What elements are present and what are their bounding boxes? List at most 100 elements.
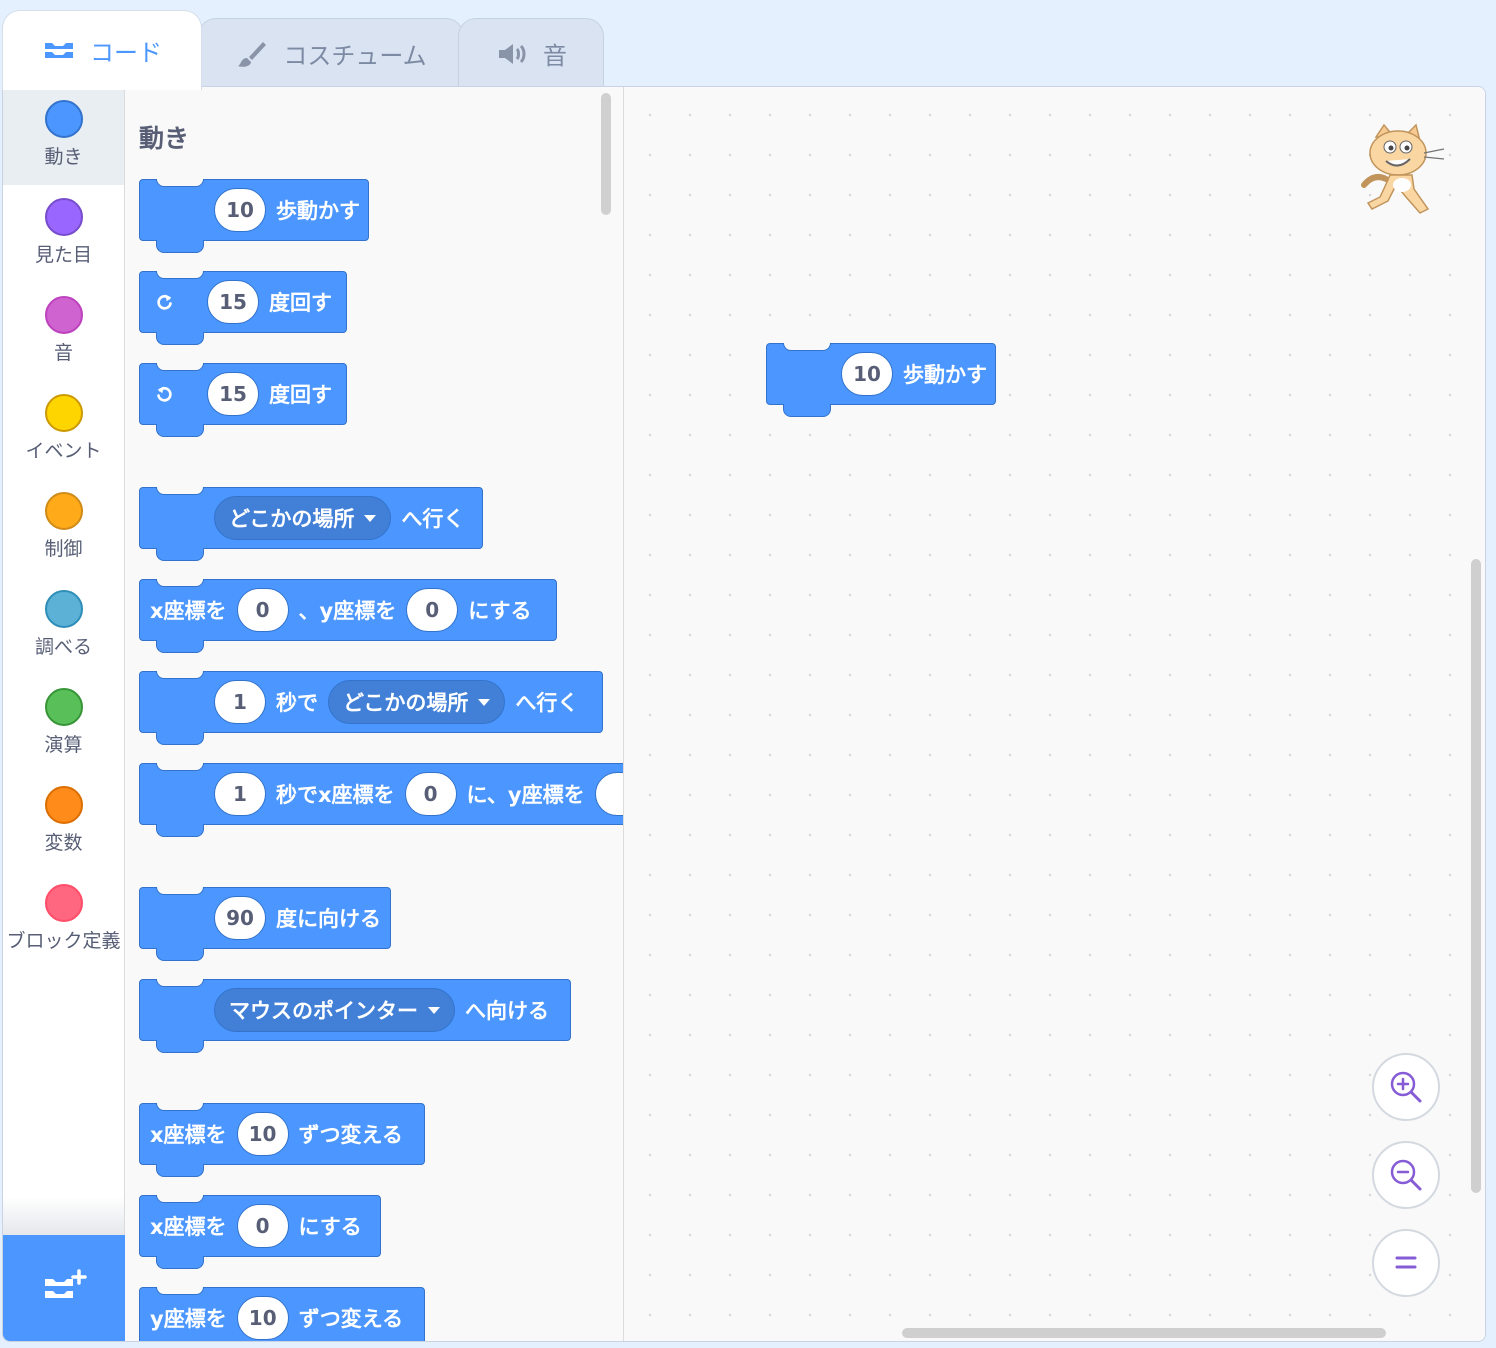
- my-blocks-color-dot: [44, 884, 83, 922]
- code-editor: 動き 見た目 音 イベント 制御 調べる 演算 変数: [2, 86, 1486, 1342]
- block-label: 度に向ける: [276, 907, 381, 931]
- category-sound[interactable]: 音: [3, 283, 124, 381]
- operators-color-dot: [44, 688, 83, 726]
- block-turn-left[interactable]: 15 度回す: [139, 363, 347, 437]
- zoom-out-button[interactable]: [1372, 1141, 1440, 1209]
- block-glide-to[interactable]: 1 秒で どこかの場所 へ行く: [139, 671, 603, 745]
- category-label: 変数: [44, 832, 83, 854]
- direction-input[interactable]: 90: [214, 896, 266, 940]
- target-dropdown[interactable]: どこかの場所: [214, 496, 392, 540]
- block-label: 秒でx座標を: [276, 783, 395, 807]
- caret-down-icon: [364, 514, 377, 522]
- block-set-x[interactable]: x座標を 0 にする: [139, 1195, 381, 1269]
- block-label: へ向ける: [465, 999, 549, 1023]
- block-change-x[interactable]: x座標を 10 ずつ変える: [139, 1103, 425, 1177]
- zoom-in-button[interactable]: [1372, 1053, 1440, 1121]
- rotate-right-icon: [157, 294, 172, 310]
- category-motion[interactable]: 動き: [3, 87, 124, 185]
- category-label: ブロック定義: [6, 930, 121, 952]
- degrees-input[interactable]: 15: [207, 372, 259, 416]
- script-workspace[interactable]: 10 歩動かす: [624, 87, 1485, 1341]
- block-change-y[interactable]: y座標を 10 ずつ変える: [139, 1287, 425, 1341]
- tab-sounds-label: 音: [543, 42, 567, 70]
- workspace-vertical-scrollbar[interactable]: [1471, 559, 1481, 1193]
- block-label: に、y座標を: [466, 783, 585, 807]
- y-input[interactable]: [594, 772, 623, 816]
- target-dropdown[interactable]: マウスのポインター: [214, 988, 455, 1032]
- dropdown-value: どこかの場所: [229, 507, 355, 531]
- category-operators[interactable]: 演算: [3, 675, 124, 773]
- caret-down-icon: [478, 698, 491, 706]
- zoom-reset-button[interactable]: [1372, 1229, 1440, 1297]
- block-label: へ行く: [515, 691, 579, 715]
- block-go-to[interactable]: どこかの場所 へ行く: [139, 487, 483, 561]
- add-extension-button[interactable]: [3, 1235, 125, 1341]
- category-label: 調べる: [34, 636, 92, 658]
- block-palette: 動き 10 歩動かす 15 度回す 15 度回す: [125, 87, 624, 1341]
- x-input[interactable]: 0: [404, 772, 457, 816]
- steps-input[interactable]: 10: [214, 188, 266, 232]
- block-go-to-xy[interactable]: x座標を 0 、y座標を 0 にする: [139, 579, 557, 653]
- block-point-in-direction[interactable]: 90 度に向ける: [139, 887, 391, 961]
- target-dropdown[interactable]: どこかの場所: [328, 680, 506, 724]
- block-label: 歩動かす: [276, 199, 360, 223]
- x-input[interactable]: 0: [236, 1204, 289, 1248]
- seconds-input[interactable]: 1: [214, 680, 266, 724]
- dx-input[interactable]: 10: [236, 1112, 289, 1156]
- block-turn-right[interactable]: 15 度回す: [139, 271, 347, 345]
- editor-tabs: コード コスチューム 音: [0, 0, 1496, 90]
- x-input[interactable]: 0: [236, 588, 289, 632]
- block-move-steps[interactable]: 10 歩動かす: [139, 179, 369, 253]
- rotate-left-icon: [157, 386, 172, 402]
- block-label: 度回す: [269, 291, 332, 315]
- zoom-in-icon: [1390, 1071, 1422, 1103]
- workspace-horizontal-scrollbar[interactable]: [902, 1328, 1386, 1338]
- dropdown-value: どこかの場所: [343, 691, 469, 715]
- palette-section-title: 動き: [139, 124, 190, 153]
- variables-color-dot: [44, 786, 83, 824]
- block-label: x座標を: [150, 1215, 227, 1239]
- category-events[interactable]: イベント: [3, 381, 124, 479]
- category-looks[interactable]: 見た目: [3, 185, 124, 283]
- block-label: x座標を: [150, 1123, 227, 1147]
- category-my-blocks[interactable]: ブロック定義: [3, 871, 124, 969]
- category-menu: 動き 見た目 音 イベント 制御 調べる 演算 変数: [3, 87, 125, 1341]
- block-label: にする: [468, 599, 532, 623]
- category-label: 演算: [44, 734, 83, 756]
- block-label: 度回す: [269, 383, 332, 407]
- palette-scrollbar[interactable]: [601, 93, 611, 215]
- seconds-input[interactable]: 1: [214, 772, 266, 816]
- category-variables[interactable]: 変数: [3, 773, 124, 871]
- tab-costumes-label: コスチューム: [283, 42, 427, 70]
- zoom-out-icon: [1390, 1159, 1422, 1191]
- sound-color-dot: [44, 296, 83, 334]
- steps-input[interactable]: 10: [841, 352, 893, 396]
- category-label: イベント: [25, 440, 102, 462]
- code-icon: [45, 42, 73, 58]
- tab-code[interactable]: コード: [2, 10, 202, 90]
- block-label: ずつ変える: [298, 1307, 404, 1331]
- degrees-input[interactable]: 15: [207, 280, 259, 324]
- block-label: 秒で: [276, 691, 318, 715]
- tab-code-label: コード: [90, 39, 162, 67]
- add-extension-icon: [45, 1269, 87, 1298]
- block-label: にする: [298, 1215, 362, 1239]
- block-point-towards[interactable]: マウスのポインター へ向ける: [139, 979, 571, 1053]
- block-label: y座標を: [150, 1307, 227, 1331]
- control-color-dot: [44, 492, 83, 530]
- category-control[interactable]: 制御: [3, 479, 124, 577]
- category-label: 動き: [44, 146, 83, 168]
- zoom-reset-icon: [1395, 1256, 1417, 1269]
- dy-input[interactable]: 10: [236, 1296, 289, 1340]
- workspace-block-move-steps[interactable]: 10 歩動かす: [766, 343, 996, 417]
- block-label: へ行く: [401, 507, 465, 531]
- sensing-color-dot: [44, 590, 83, 628]
- category-label: 見た目: [34, 244, 92, 266]
- brush-icon: [238, 41, 267, 67]
- y-input[interactable]: 0: [406, 588, 459, 632]
- speaker-icon: [499, 43, 526, 64]
- block-glide-to-xy[interactable]: 1 秒でx座標を 0 に、y座標を: [139, 763, 623, 837]
- tab-costumes[interactable]: コスチューム: [198, 18, 464, 88]
- category-sensing[interactable]: 調べる: [3, 577, 124, 675]
- tab-sounds[interactable]: 音: [458, 18, 604, 88]
